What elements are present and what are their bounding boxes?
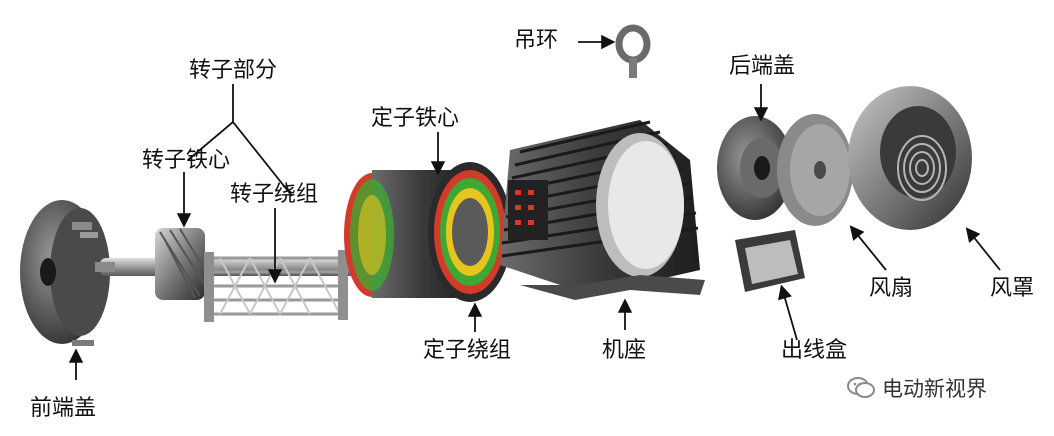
label-lifting-ring: 吊环: [514, 28, 559, 53]
label-fan: 风扇: [869, 276, 914, 301]
label-rotor-part: 转子部分: [189, 58, 278, 83]
label-front-cover: 前端盖: [30, 396, 97, 421]
rear-end-cover: [717, 116, 793, 220]
arrow-fan-cover: [965, 227, 1001, 271]
stator: [344, 162, 512, 302]
leader-lines: [68, 34, 1001, 380]
motor-frame: [500, 120, 705, 300]
label-fan-cover: 风罩: [990, 276, 1035, 301]
wechat-icon: [847, 377, 875, 398]
leader-rotor-part-to-winding: [232, 121, 293, 197]
lifting-ring: [615, 24, 651, 78]
watermark-text: 电动新视界: [882, 377, 987, 401]
watermark: 电动新视界: [846, 373, 987, 403]
fan: [777, 114, 853, 226]
label-stator-winding: 定子绕组: [423, 338, 512, 363]
label-rotor-winding: 转子绕组: [230, 182, 319, 207]
front-end-cover: [20, 200, 110, 346]
label-rear-cover: 后端盖: [729, 54, 796, 79]
label-stator-core: 定子铁心: [371, 106, 460, 131]
label-frame: 机座: [602, 338, 647, 363]
arrow-fan: [849, 225, 887, 271]
junction-box: [735, 230, 805, 292]
label-rotor-core: 转子铁心: [142, 148, 231, 173]
fan-cover: [848, 86, 972, 230]
label-junction-box: 出线盒: [781, 338, 848, 363]
arrow-junction-box: [778, 284, 798, 341]
leader-rotor-part-to-core: [187, 121, 234, 161]
rotor-core: [155, 228, 206, 300]
